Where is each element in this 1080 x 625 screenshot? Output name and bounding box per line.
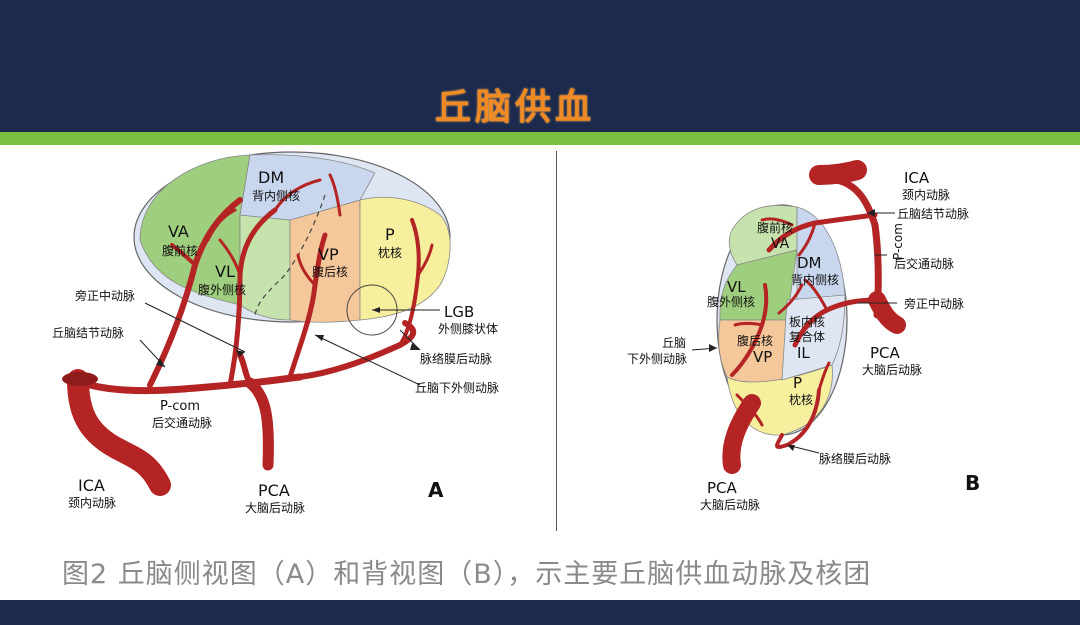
label-pca-b: PCA xyxy=(870,344,901,362)
label-ica-cn-b: 颈内动脉 xyxy=(902,187,950,202)
figure-panel: DM 背内侧核 VA 腹前核 VL 腹外侧核 VP 腹后核 P 枕核 LGB 外… xyxy=(0,145,1080,600)
label-p-b: P xyxy=(793,374,802,392)
panel-divider xyxy=(556,151,557,531)
region-il-b xyxy=(781,294,846,381)
label-inferolateral2-b: 下外侧动脉 xyxy=(627,351,687,366)
header-band: 丘脑供血 xyxy=(0,0,1080,132)
panel-letter-a: A xyxy=(428,478,444,502)
label-pcom-cn-a: 后交通动脉 xyxy=(152,415,212,430)
diagram-b: ICA 颈内动脉 丘脑结节动脉 P-com 后交通动脉 旁正中动脉 PCA 大脑… xyxy=(627,160,980,512)
label-pca-bottom-cn-b: 大脑后动脉 xyxy=(700,497,760,512)
label-vp-b: VP xyxy=(753,348,772,366)
label-pca-bottom-b: PCA xyxy=(707,479,738,497)
label-dm-b: DM xyxy=(797,254,822,272)
pca-vessel-b xyxy=(868,291,906,334)
label-va-b: VA xyxy=(771,236,790,252)
label-il-b: IL xyxy=(797,344,810,362)
green-accent-bar xyxy=(0,132,1080,145)
label-p-cn-a: 枕核 xyxy=(378,245,402,260)
label-inferolateral-a: 丘脑下外侧动脉 xyxy=(415,380,499,395)
label-pcom-a: P-com xyxy=(160,399,200,414)
label-paramedian-a: 旁正中动脉 xyxy=(75,288,135,303)
arteries-a xyxy=(86,173,434,471)
label-choroidal-a: 脉络膜后动脉 xyxy=(420,351,492,366)
label-pca-a: PCA xyxy=(258,481,290,500)
region-p xyxy=(359,196,451,321)
label-pca-cn-a: 大脑后动脉 xyxy=(245,500,305,515)
label-tuberothalamic-a: 丘脑结节动脉 xyxy=(52,325,124,340)
label-pcom-b: P-com xyxy=(891,223,905,260)
arteries-b xyxy=(730,176,882,449)
label-il1-b: 板内核 xyxy=(789,315,825,329)
pca-bottom-vessel-b xyxy=(722,394,761,474)
label-lgb-cn-a: 外侧膝状体 xyxy=(438,322,498,336)
label-vl-b: VL xyxy=(727,278,746,296)
region-dm xyxy=(239,154,376,221)
diagram-a: DM 背内侧核 VA 腹前核 VL 腹外侧核 VP 腹后核 P 枕核 LGB 外… xyxy=(52,151,499,515)
label-vp-cn-a: 腹后核 xyxy=(312,265,348,279)
footer-band xyxy=(0,600,1080,625)
region-vl xyxy=(239,214,291,321)
label-tuberothalamic-b: 丘脑结节动脉 xyxy=(897,206,969,221)
label-vp-cn-b: 腹后核 xyxy=(737,334,773,348)
label-inferolateral1-b: 丘脑 xyxy=(662,336,686,350)
label-vl-cn-b: 腹外侧核 xyxy=(707,295,755,309)
label-va-a: VA xyxy=(168,222,189,241)
ica-top-a xyxy=(62,372,98,386)
figure-caption: 图2 丘脑侧视图（A）和背视图（B），示主要丘脑供血动脉及核团 xyxy=(62,559,872,590)
label-vp-a: VP xyxy=(318,245,339,264)
label-dm-a: DM xyxy=(258,168,284,187)
label-choroidal-b: 脉络膜后动脉 xyxy=(819,451,891,466)
slide-title: 丘脑供血 xyxy=(434,87,595,128)
label-vl-cn-a: 腹外侧核 xyxy=(198,283,246,297)
label-paramedian-b: 旁正中动脉 xyxy=(904,296,964,311)
label-va-cn-a: 腹前核 xyxy=(162,243,198,258)
label-dm-cn-a: 背内侧核 xyxy=(252,189,300,203)
label-pca-cn-b: 大脑后动脉 xyxy=(862,362,922,377)
label-il2-b: 复合体 xyxy=(789,329,825,344)
label-ica-b: ICA xyxy=(904,169,930,187)
panel-letter-b: B xyxy=(965,471,980,495)
label-lgb-a: LGB xyxy=(444,303,474,321)
label-va-cn-b: 腹前核 xyxy=(757,220,793,235)
label-p-cn-b: 枕核 xyxy=(789,392,813,407)
label-pcom-cn-b: 后交通动脉 xyxy=(894,256,954,271)
label-vl-a: VL xyxy=(215,262,235,281)
label-dm-cn-b: 背内侧核 xyxy=(791,273,839,287)
label-ica-a: ICA xyxy=(78,476,105,495)
label-ica-cn-a: 颈内动脉 xyxy=(68,495,116,510)
leader-lines-a xyxy=(139,302,440,386)
label-p-a: P xyxy=(385,225,395,244)
ica-vessel-b xyxy=(809,160,867,185)
ica-vessel-a xyxy=(67,369,171,496)
